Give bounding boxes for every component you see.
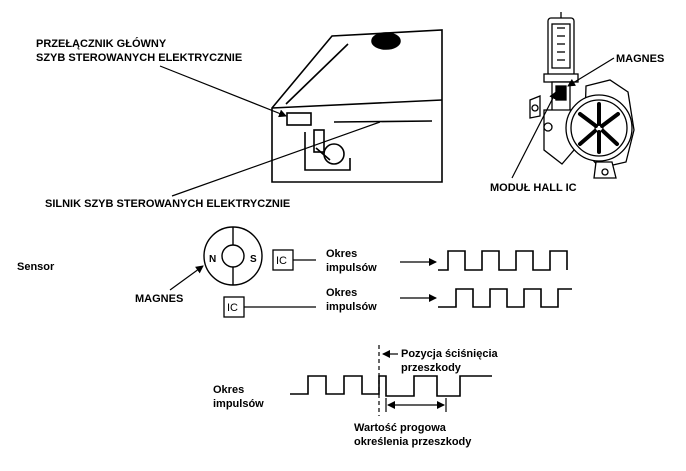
label-magnet-top: MAGNES bbox=[616, 53, 664, 65]
arrow-magnet-top bbox=[567, 57, 615, 87]
pulse-train-pinch bbox=[290, 375, 492, 397]
label-pinch-line2: przeszkody bbox=[401, 362, 462, 374]
sensor-magnet-ring bbox=[203, 226, 263, 286]
label-threshold-line2: określenia przeszkody bbox=[354, 436, 472, 448]
pole-n: N bbox=[209, 254, 216, 265]
arrow-hall-module bbox=[511, 91, 557, 179]
label-hall-module: MODUŁ HALL IC bbox=[490, 182, 577, 194]
label-window-motor: SILNIK SZYB STEROWANYCH ELEKTRYCZNIE bbox=[45, 198, 290, 210]
ic-label-2: IC bbox=[227, 302, 238, 314]
label-main-switch-line1: PRZEŁĄCZNIK GŁÓWNY bbox=[36, 37, 167, 50]
label-pinch-line1: Pozycja ściśnięcia bbox=[401, 348, 498, 360]
label-pulse3-line1: Okres bbox=[213, 384, 244, 396]
label-threshold-line1: Wartość progowa bbox=[354, 422, 447, 434]
window-main-switch bbox=[286, 112, 312, 126]
door-illustration bbox=[271, 29, 443, 183]
pole-s: S bbox=[250, 254, 257, 265]
arrow-magnet-sensor bbox=[169, 265, 204, 291]
ic-label-1: IC bbox=[276, 255, 287, 267]
label-magnet-sensor: MAGNES bbox=[135, 293, 183, 305]
label-pulse2-line1: Okres bbox=[326, 287, 357, 299]
label-main-switch-line2: SZYB STEROWANYCH ELEKTRYCZNIE bbox=[36, 52, 242, 64]
arrow-main-switch bbox=[159, 65, 287, 118]
pulse-train-2 bbox=[438, 288, 572, 308]
pulse-train-1 bbox=[438, 250, 568, 271]
label-pulse3-line2: impulsów bbox=[213, 398, 264, 410]
label-pulse2-line2: impulsów bbox=[326, 301, 377, 313]
arrow-window-motor bbox=[171, 121, 381, 197]
label-sensor: Sensor bbox=[17, 261, 55, 273]
label-pulse1-line1: Okres bbox=[326, 248, 357, 260]
label-pulse1-line2: impulsów bbox=[326, 262, 377, 274]
window-motor-shape bbox=[304, 129, 351, 171]
motor-assembly-illustration bbox=[529, 12, 635, 179]
